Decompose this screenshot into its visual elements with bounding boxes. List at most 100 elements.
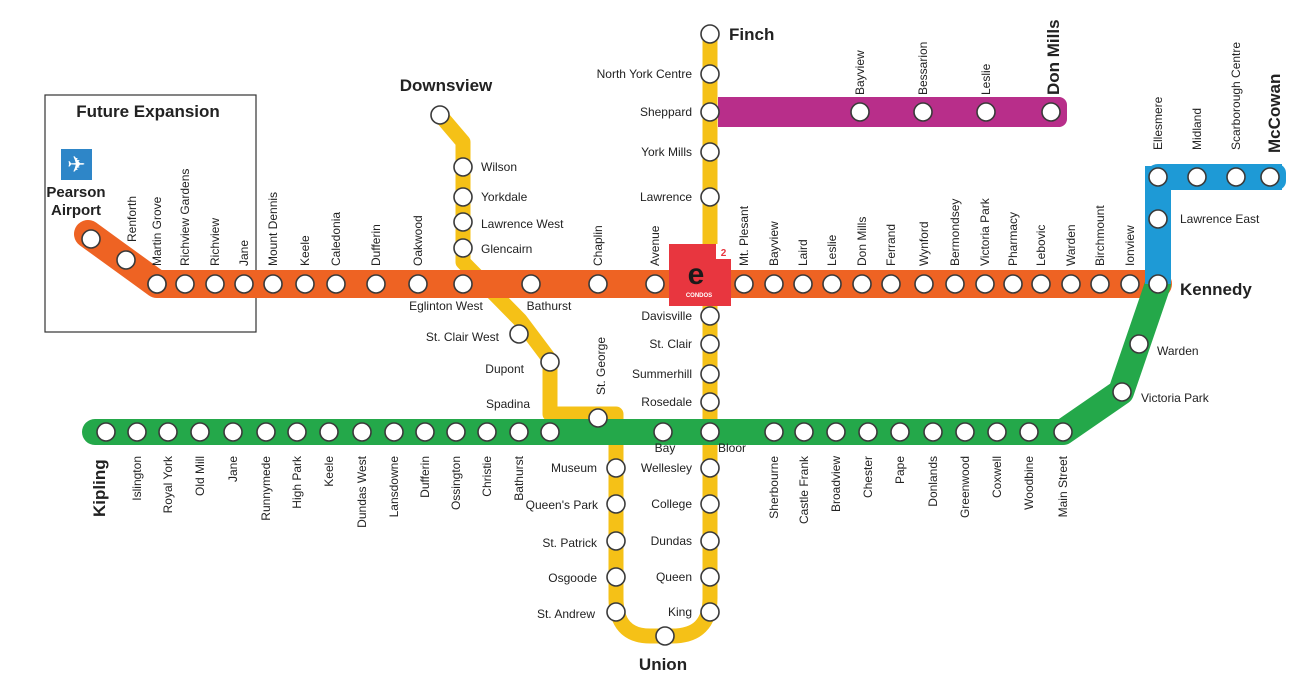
station-label-eglinton-mount-dennis: Mount Dennis [266, 192, 280, 266]
station-label-bloor_danforth-greenwood: Greenwood [958, 456, 972, 518]
station-label-yonge-st-clair: St. Clair [649, 337, 692, 351]
station-eglinton-eglinton-west [453, 274, 473, 294]
station-eglinton-bathurst [521, 274, 541, 294]
station-yonge-bloor [700, 422, 720, 442]
station-label-eglinton-laird: Laird [796, 239, 810, 266]
station-label-university-wilson: Wilson [481, 160, 517, 174]
station-label-eglinton-don-mills: Don Mills [855, 217, 869, 266]
station-label-eglinton-renforth: Renforth [125, 196, 139, 242]
station-label-eglinton-mt-plesant: Mt. Plesant [737, 205, 751, 266]
station-label-scarborough-midland: Midland [1190, 108, 1204, 150]
station-eglinton-keele [295, 274, 315, 294]
station-eglinton-renforth [116, 250, 136, 270]
station-label-eglinton-wynford: Wynford [917, 221, 931, 266]
station-label-yonge-york-mills: York Mills [641, 145, 692, 159]
station-label-bloor_danforth-keele: Keele [322, 456, 336, 487]
station-bloor_danforth-victoria-park [1112, 382, 1132, 402]
station-eglinton-bermondsey [945, 274, 965, 294]
station-bloor_danforth-broadview [826, 422, 846, 442]
station-label-scarborough-ellesmere: Ellesmere [1151, 96, 1165, 150]
station-label-university-st-george: St. George [594, 337, 608, 395]
station-label-bloor_danforth-woodbine: Woodbine [1022, 456, 1036, 510]
station-label-bloor_danforth-bathurst: Bathurst [512, 455, 526, 500]
station-bloor_danforth-bathurst [509, 422, 529, 442]
station-yonge-dundas [700, 531, 720, 551]
station-label-bloor_danforth-donlands: Donlands [926, 456, 940, 507]
station-eglinton-richview [205, 274, 225, 294]
station-label-eglinton-birchmount: Birchmount [1093, 205, 1107, 266]
station-yonge-st-clair [700, 334, 720, 354]
station-label-eglinton-dufferin: Dufferin [369, 224, 383, 266]
station-university-st-patrick [606, 531, 626, 551]
station-label-bloor_danforth-castle-frank: Castle Frank [797, 455, 811, 524]
station-label-eglinton-bayview: Bayview [767, 221, 781, 266]
station-label-bloor_danforth-victoria-park: Victoria Park [1141, 391, 1210, 405]
station-bloor_danforth-woodbine [1019, 422, 1039, 442]
station-label-yonge-queen: Queen [656, 570, 692, 584]
station-yonge-college [700, 494, 720, 514]
station-scarborough-scarborough-centre [1226, 167, 1246, 187]
station-label-scarborough-scarborough-centre: Scarborough Centre [1229, 42, 1243, 150]
station-yonge-queen [700, 567, 720, 587]
station-eglinton-lebovic [1031, 274, 1051, 294]
logo-badge: 2 [721, 248, 727, 259]
station-label-yonge-sheppard: Sheppard [640, 105, 692, 119]
station-label-eglinton-bermondsey: Bermondsey [948, 199, 962, 266]
bloor-danforth-line [82, 271, 1171, 445]
future-expansion-title: Future Expansion [76, 102, 220, 121]
station-label-eglinton-warden: Warden [1064, 224, 1078, 266]
station-eglinton-victoria-park [975, 274, 995, 294]
station-bloor_danforth-jane [223, 422, 243, 442]
station-bloor_danforth-dufferin [415, 422, 435, 442]
station-label-bloor_danforth-high-park: High Park [290, 455, 304, 509]
station-eglinton-martin-grove [147, 274, 167, 294]
station-label-bloor_danforth-lansdowne: Lansdowne [387, 456, 401, 518]
station-label-yonge-dundas: Dundas [651, 534, 692, 548]
terminal-kennedy: Kennedy [1180, 280, 1252, 299]
station-terminal-4 [1148, 274, 1168, 294]
terminal-kipling: Kipling [90, 459, 109, 517]
station-label-eglinton-ferrand: Ferrand [884, 224, 898, 266]
station-label-eglinton-martin-grove: Martin Grove [150, 196, 164, 266]
station-label-university-queen-s-park: Queen's Park [526, 498, 599, 512]
station-label-university-yorkdale: Yorkdale [481, 190, 528, 204]
station-label-yonge-north-york-centre: North York Centre [597, 67, 693, 81]
station-bloor_danforth-keele [319, 422, 339, 442]
station-yonge-summerhill [700, 364, 720, 384]
station-terminal-3 [1260, 167, 1280, 187]
station-label-eglinton-oakwood: Oakwood [411, 215, 425, 266]
station-label-eglinton-bathurst: Bathurst [527, 299, 572, 313]
station-label-bloor_danforth-broadview: Broadview [829, 456, 843, 512]
station-label-eglinton-richview-gardens: Richview Gardens [178, 169, 192, 266]
station-eglinton-bayview [764, 274, 784, 294]
station-label-bloor_danforth-jane: Jane [226, 456, 240, 482]
station-university-lawrence-west [453, 212, 473, 232]
station-label-university-lawrence-west: Lawrence West [481, 217, 564, 231]
station-label-yonge-davisville: Davisville [641, 309, 692, 323]
station-yonge-north-york-centre [700, 64, 720, 84]
station-terminal-6 [655, 626, 675, 646]
station-sheppard-bayview [850, 102, 870, 122]
station-label-eglinton-richview: Richview [208, 218, 222, 266]
station-eglinton-dufferin [366, 274, 386, 294]
station-university-osgoode [606, 567, 626, 587]
station-eglinton-birchmount [1090, 274, 1110, 294]
station-terminal-2 [1041, 102, 1061, 122]
station-label-university-osgoode: Osgoode [548, 571, 597, 585]
station-yonge-sheppard [700, 102, 720, 122]
station-yonge-rosedale [700, 392, 720, 412]
station-label-bloor_danforth-christie: Christie [480, 456, 494, 497]
station-label-sheppard-bayview: Bayview [853, 50, 867, 95]
station-bloor_danforth-sherbourne [764, 422, 784, 442]
station-label-university-museum: Museum [551, 461, 597, 475]
station-label-bloor_danforth-dufferin: Dufferin [418, 456, 432, 498]
station-label-university-st-andrew: St. Andrew [537, 607, 595, 621]
station-university-wilson [453, 157, 473, 177]
station-label-bloor_danforth-islington: Islington [130, 456, 144, 501]
station-label-bloor_danforth-coxwell: Coxwell [990, 456, 1004, 498]
station-bloor_danforth-high-park [287, 422, 307, 442]
station-yonge-king [700, 602, 720, 622]
station-university-museum [606, 458, 626, 478]
station-label-bloor_danforth-sherbourne: Sherbourne [767, 456, 781, 519]
station-university-st-george [588, 408, 608, 428]
